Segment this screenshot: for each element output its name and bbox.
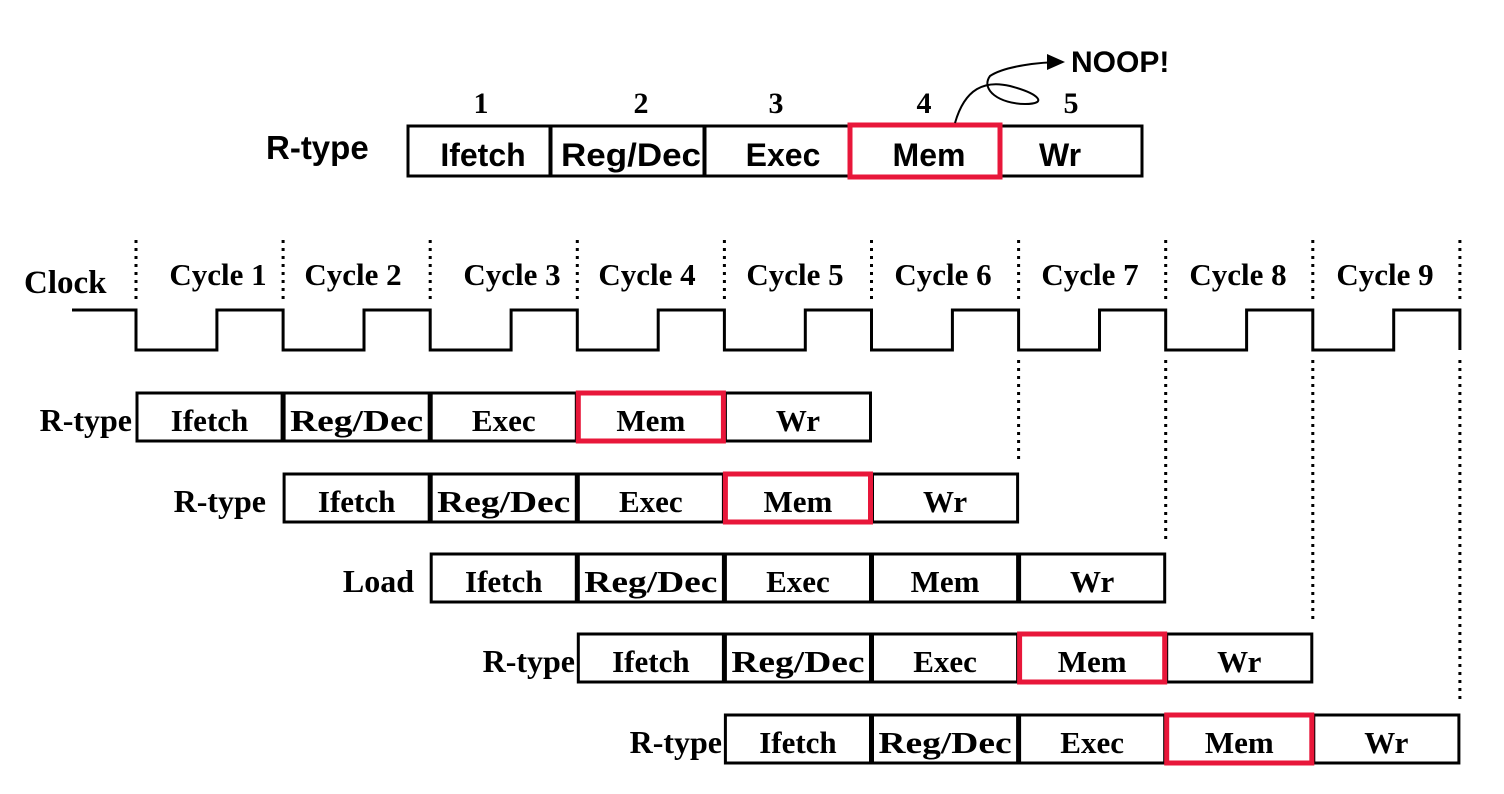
top-stage-label-exec: Exec	[746, 137, 821, 173]
stage-box-mem	[1017, 631, 1168, 685]
noop-annotation: NOOP!	[954, 46, 1169, 124]
instruction-row: R-type Ifetch Reg/Dec Exec Mem Wr	[40, 390, 873, 444]
top-stage-label-regdec: Reg/Dec	[561, 137, 701, 173]
stage-label-mem: Mem	[911, 564, 980, 599]
cycle-label-3: Cycle 3	[463, 257, 560, 292]
cycle-label-6: Cycle 6	[894, 257, 991, 292]
top-stage-boxes	[406, 122, 1144, 180]
top-stage-box-regdec	[549, 124, 706, 178]
stage-label-mem: Mem	[1205, 725, 1274, 760]
stage-label-exec: Exec	[619, 484, 683, 519]
stage-label-exec: Exec	[1060, 725, 1124, 760]
noop-arrow	[954, 54, 1065, 124]
instruction-row: R-type Ifetch Reg/Dec Exec Mem Wr	[630, 712, 1461, 766]
step-number-4: 4	[917, 87, 932, 120]
stage-box-mem	[722, 471, 874, 525]
stage-label-ifetch: Ifetch	[612, 644, 689, 679]
stage-label-exec: Exec	[472, 403, 536, 438]
cycle-label-1: Cycle 1	[169, 257, 266, 292]
top-stage-label-mem: Mem	[893, 137, 966, 173]
instruction-label: R-type	[174, 483, 266, 519]
top-step-numbers: 1 2 3 4 5	[474, 87, 1079, 120]
stage-label-exec: Exec	[766, 564, 830, 599]
stage-box-mem	[1164, 712, 1315, 766]
stage-label-wr: Wr	[1217, 644, 1261, 679]
step-number-3: 3	[769, 87, 784, 120]
top-stage-box-mem	[847, 122, 1003, 180]
top-stage-label-ifetch: Ifetch	[440, 137, 525, 173]
instruction-row: R-type Ifetch Reg/Dec Exec Mem Wr	[483, 631, 1314, 685]
cycle-labels: Cycle 1 Cycle 2 Cycle 3 Cycle 4 Cycle 5 Cycle…	[169, 257, 1433, 292]
cycle-label-9: Cycle 9	[1336, 257, 1433, 292]
stage-box-wr	[1165, 632, 1314, 684]
instruction-label: R-type	[40, 402, 132, 438]
cycle-label-7: Cycle 7	[1041, 257, 1138, 292]
stage-label-wr: Wr	[923, 484, 967, 519]
stage-box-ifetch	[576, 632, 725, 684]
stage-label-ifetch: Ifetch	[171, 403, 248, 438]
top-stage-box-wr	[998, 124, 1144, 178]
top-stage-box-exec	[703, 124, 851, 178]
stage-label-regdec: Reg/Dec	[584, 564, 717, 599]
stage-box-ifetch	[282, 472, 431, 524]
instruction-row: Load Ifetch Reg/Dec Exec Mem Wr	[343, 552, 1167, 604]
stage-label-wr: Wr	[776, 403, 820, 438]
stage-label-regdec: Reg/Dec	[879, 725, 1012, 760]
stage-label-mem: Mem	[1058, 644, 1127, 679]
instruction-row: R-type Ifetch Reg/Dec Exec Mem Wr	[174, 471, 1020, 525]
stage-box-ifetch	[135, 391, 284, 443]
stage-box-wr	[871, 472, 1020, 524]
step-number-5: 5	[1064, 87, 1079, 120]
stage-box-wr	[723, 391, 873, 443]
stage-box-regdec	[723, 632, 873, 684]
stage-box-mem	[575, 390, 726, 444]
stage-box-regdec	[429, 472, 578, 524]
instruction-label: R-type	[483, 643, 575, 679]
step-number-1: 1	[474, 87, 489, 120]
clock-waveform	[72, 308, 1462, 352]
stage-label-regdec: Reg/Dec	[731, 644, 864, 679]
stage-box-mem	[871, 552, 1020, 604]
cycle-label-5: Cycle 5	[746, 257, 843, 292]
cycle-label-8: Cycle 8	[1189, 257, 1286, 292]
stage-box-wr	[1018, 552, 1167, 604]
stage-label-wr: Wr	[1364, 725, 1408, 760]
step-number-2: 2	[634, 87, 649, 120]
stage-box-exec	[429, 391, 578, 443]
stage-label-mem: Mem	[616, 403, 685, 438]
stage-box-regdec	[871, 713, 1020, 765]
instruction-label: Load	[343, 563, 414, 599]
stage-box-regdec	[282, 391, 431, 443]
cycle-label-2: Cycle 2	[304, 257, 401, 292]
top-stage-box-ifetch	[406, 124, 552, 178]
stage-label-mem: Mem	[764, 484, 833, 519]
stage-box-exec	[871, 632, 1020, 684]
top-stage-labels: Ifetch Reg/Dec Exec Mem Wr	[440, 137, 1081, 173]
stage-label-regdec: Reg/Dec	[290, 403, 423, 438]
noop-label: NOOP!	[1071, 46, 1169, 79]
stage-box-regdec	[576, 552, 725, 604]
clock-label: Clock	[24, 265, 107, 301]
stage-box-ifetch	[723, 713, 873, 765]
top-pipeline-label: R-type	[266, 129, 369, 166]
stage-label-exec: Exec	[913, 644, 977, 679]
top-stage-label-wr: Wr	[1039, 137, 1081, 173]
cycle-label-4: Cycle 4	[598, 257, 695, 292]
stage-label-ifetch: Ifetch	[465, 564, 542, 599]
stage-box-exec	[723, 552, 873, 604]
stage-label-ifetch: Ifetch	[759, 725, 836, 760]
stage-label-wr: Wr	[1070, 564, 1114, 599]
stage-label-ifetch: Ifetch	[318, 484, 395, 519]
instruction-label: R-type	[630, 724, 722, 760]
stage-label-regdec: Reg/Dec	[437, 484, 570, 519]
cycle-dividers	[134, 240, 1462, 300]
lower-cycle-dividers	[1017, 360, 1462, 700]
stage-box-ifetch	[429, 552, 578, 604]
top-pipeline: R-type 1 2 3 4 5 Ifetch Reg/Dec Exec Mem…	[266, 46, 1169, 180]
